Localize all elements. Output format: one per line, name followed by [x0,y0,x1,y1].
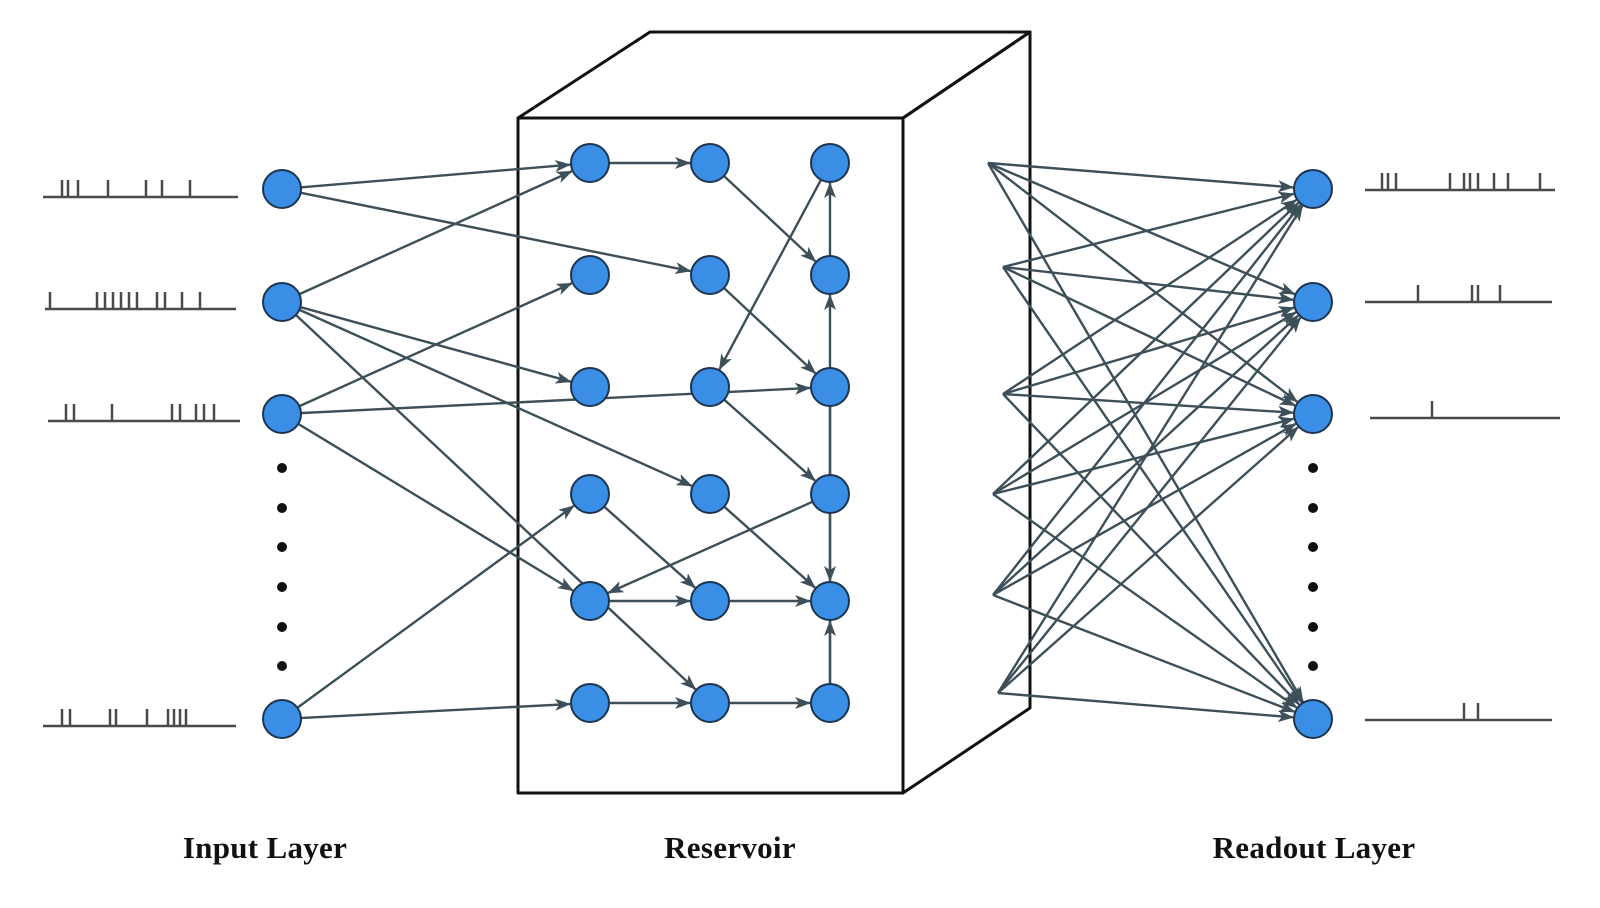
reservoir-recurrent-edge [722,505,816,589]
reservoir-neuron-r-1-1 [570,143,610,183]
input-neuron-in-1 [262,169,302,209]
reservoir-neuron-r-1-3 [810,143,850,183]
reservoir-to-readout-edge [1002,191,1295,269]
reservoir-recurrent-edge [722,174,817,263]
reservoir-to-readout-edge [997,691,1295,723]
readout-layer-label: Readout Layer [1212,830,1416,865]
reservoir-to-readout-edge [1002,199,1298,396]
reservoir-box-front-face [516,116,905,795]
input-to-reservoir-edge [297,282,573,408]
input-layer-label: Input Layer [182,830,348,865]
reservoir-recurrent-edge [722,398,816,482]
input-spike-train-3 [48,404,240,423]
reservoir-neuron-r-5-3 [810,581,850,621]
reservoir-neuron-r-5-1 [570,581,610,621]
reservoir-neuron-r-2-2 [690,255,730,295]
reservoir-box-top-face [516,30,1032,120]
reservoir-neuron-r-3-2 [690,367,730,407]
readout-spike-train-1 [1365,173,1555,192]
reservoir-to-readout-edge [992,493,1298,709]
reservoir-to-readout-edge [1002,266,1303,704]
reservoir-neuron-r-4-1 [570,474,610,514]
input-neuron-in-2 [262,282,302,322]
input-to-reservoir-edge [297,308,693,487]
reservoir-to-readout-edge [997,316,1302,694]
reservoir-recurrent-edge [602,505,696,589]
reservoir-to-readout-edge [992,593,1296,713]
reservoir-to-readout-edge [996,205,1304,694]
readout-spike-train-n [1365,703,1552,722]
reservoir-to-readout-edge [1002,265,1295,305]
input-to-reservoir-edge [294,313,697,691]
readout-neuron-out-n [1293,699,1333,739]
input-to-reservoir-edge [299,191,692,274]
input-to-reservoir-edge [299,159,572,189]
input-spike-train-n [43,709,236,728]
reservoir-neuron-r-5-2 [690,581,730,621]
reservoir-label: Reservoir [664,830,796,865]
reservoir-neuron-r-6-2 [690,683,730,723]
reservoir-recurrent-edge [607,500,815,594]
input-to-reservoir-edge [296,422,574,592]
reservoir-to-readout-edge [987,161,1295,193]
reservoir-to-readout-edge [1002,392,1295,418]
input-spike-train-1 [43,180,238,199]
reservoir-recurrent-edge [718,178,823,371]
input-neuron-in-n [262,699,302,739]
reservoir-recurrent-edge [722,286,817,375]
readout-spike-train-2 [1365,285,1552,304]
reservoir-to-readout-edge [992,422,1297,597]
reservoir-to-readout-edge [992,201,1300,495]
reservoir-neuron-r-2-3 [810,255,850,295]
readout-neuron-out-3 [1293,394,1333,434]
input-neuron-in-3 [262,394,302,434]
input-spike-train-2 [45,292,236,311]
reservoir-neuron-r-6-3 [810,683,850,723]
reservoir-box [516,30,1032,795]
reservoir-neuron-r-1-2 [690,143,730,183]
reservoir-neuron-r-4-3 [810,474,850,514]
reservoir-to-readout-edge [1002,393,1301,706]
reservoir-neuron-r-3-3 [810,367,850,407]
readout-neuron-out-1 [1293,169,1333,209]
reservoir-to-readout-edge [986,162,1304,703]
reservoir-neuron-r-2-1 [570,255,610,295]
reservoir-to-readout-edge [997,426,1299,694]
reservoir-neuron-r-4-2 [690,474,730,514]
reservoir-to-readout-edge [992,203,1302,596]
readout-neuron-out-2 [1293,282,1333,322]
reservoir-to-readout-edge [1002,265,1296,407]
readout-ellipsis-dots [1308,463,1318,671]
reservoir-to-readout-edge [987,161,1296,296]
readout-spike-train-3 [1370,401,1560,420]
input-ellipsis-dots [277,463,287,671]
reservoir-to-readout-edge [1002,306,1295,396]
input-to-reservoir-edge [295,504,575,710]
input-to-reservoir-edge [297,170,573,296]
reservoir-box-side-face [901,30,1032,795]
reservoir-neuron-r-3-1 [570,367,610,407]
reservoir-neuron-r-6-1 [570,683,610,723]
input-to-reservoir-edge [299,698,572,720]
